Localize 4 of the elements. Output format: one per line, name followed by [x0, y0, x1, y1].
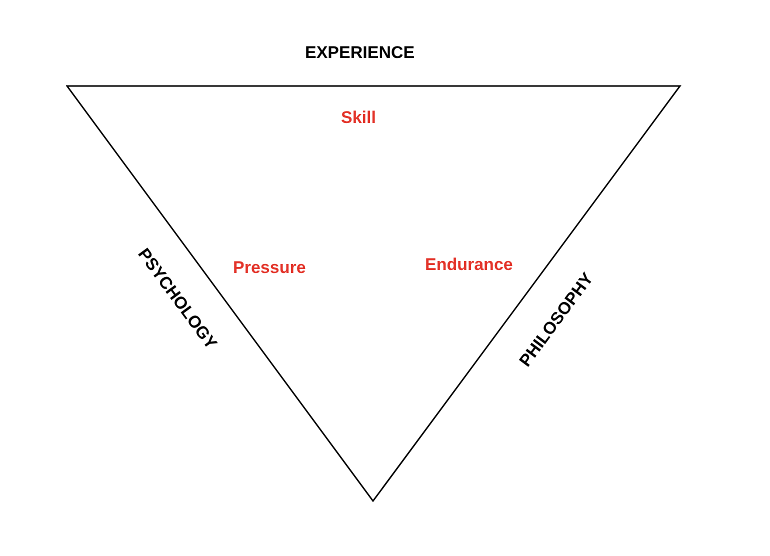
- triangle-label: Pressure: [233, 258, 306, 278]
- triangle-label: Skill: [341, 108, 376, 128]
- triangle-label: Endurance: [425, 255, 513, 275]
- top-side-label: EXPERIENCE: [305, 43, 415, 63]
